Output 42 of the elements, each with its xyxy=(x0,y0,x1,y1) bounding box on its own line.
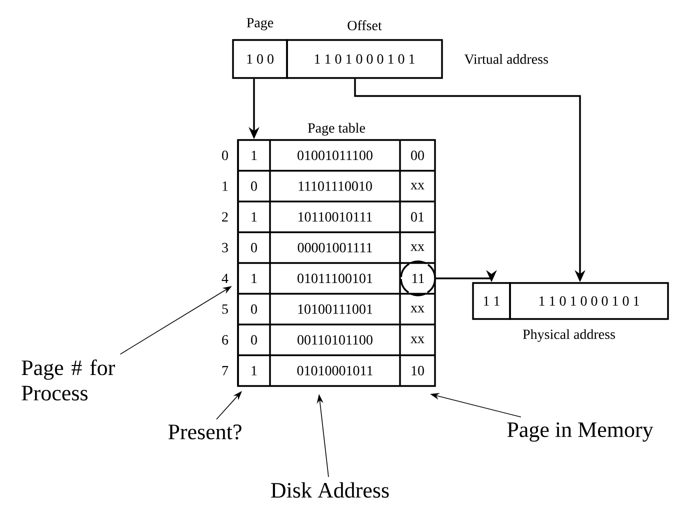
annotation-text: Disk Address xyxy=(271,482,389,498)
table-cell: 01001011100 xyxy=(298,150,372,160)
table-cell: 01011100101 xyxy=(298,274,372,284)
table-cell: 1 xyxy=(252,274,257,283)
address-label: Virtual address xyxy=(464,54,548,64)
table-cell: xx xyxy=(410,336,424,344)
table-cell: 00 xyxy=(411,150,424,160)
table-cell: 11101110010 xyxy=(298,181,372,191)
row-number: 4 xyxy=(222,274,228,283)
address-label: Physical address xyxy=(522,329,615,342)
table-cell: xx xyxy=(410,182,424,190)
address-field: 1 1 0 1 0 0 0 1 0 1 xyxy=(509,282,669,320)
address-field: 1 1 0 1 0 0 0 1 0 1 Offset xyxy=(286,20,443,79)
address-field: 1 0 0 Page xyxy=(232,18,288,79)
table-cell: 01 xyxy=(411,212,424,222)
annotation-text: Present? xyxy=(168,424,242,440)
table-cell: 0 xyxy=(251,335,257,345)
table-cell: 0 xyxy=(251,242,257,252)
row-number: 3 xyxy=(222,242,228,252)
node-label: Page xyxy=(246,18,274,30)
row-number: 7 xyxy=(222,366,228,376)
table-cell: 1 xyxy=(252,212,257,222)
table-cell: 1 xyxy=(252,366,257,376)
table-cell: 10110010111 xyxy=(298,212,372,222)
table-cell: 00110101100 xyxy=(298,335,372,345)
row-number: 0 xyxy=(222,150,228,160)
node-label: Page table xyxy=(308,122,365,136)
table-cell: 0 xyxy=(251,181,257,191)
annotation-text: Page in Memory xyxy=(507,422,654,442)
row-number: 1 xyxy=(222,182,228,191)
row-number: 6 xyxy=(222,335,228,345)
address-field: 1 1 xyxy=(472,282,511,320)
table-cell: 1 xyxy=(252,150,257,160)
annotation-text: Page # for Process xyxy=(22,359,115,401)
node-label: Offset xyxy=(348,20,382,30)
table-cell: 01010001011 xyxy=(297,366,372,376)
row-number: 2 xyxy=(222,212,228,222)
table-cell: 10100111001 xyxy=(298,304,372,314)
table-cell: 00001001111 xyxy=(298,242,372,252)
row-number: 5 xyxy=(222,304,228,314)
table-cell: 10 xyxy=(412,366,424,376)
table-cell: 0 xyxy=(251,304,257,314)
